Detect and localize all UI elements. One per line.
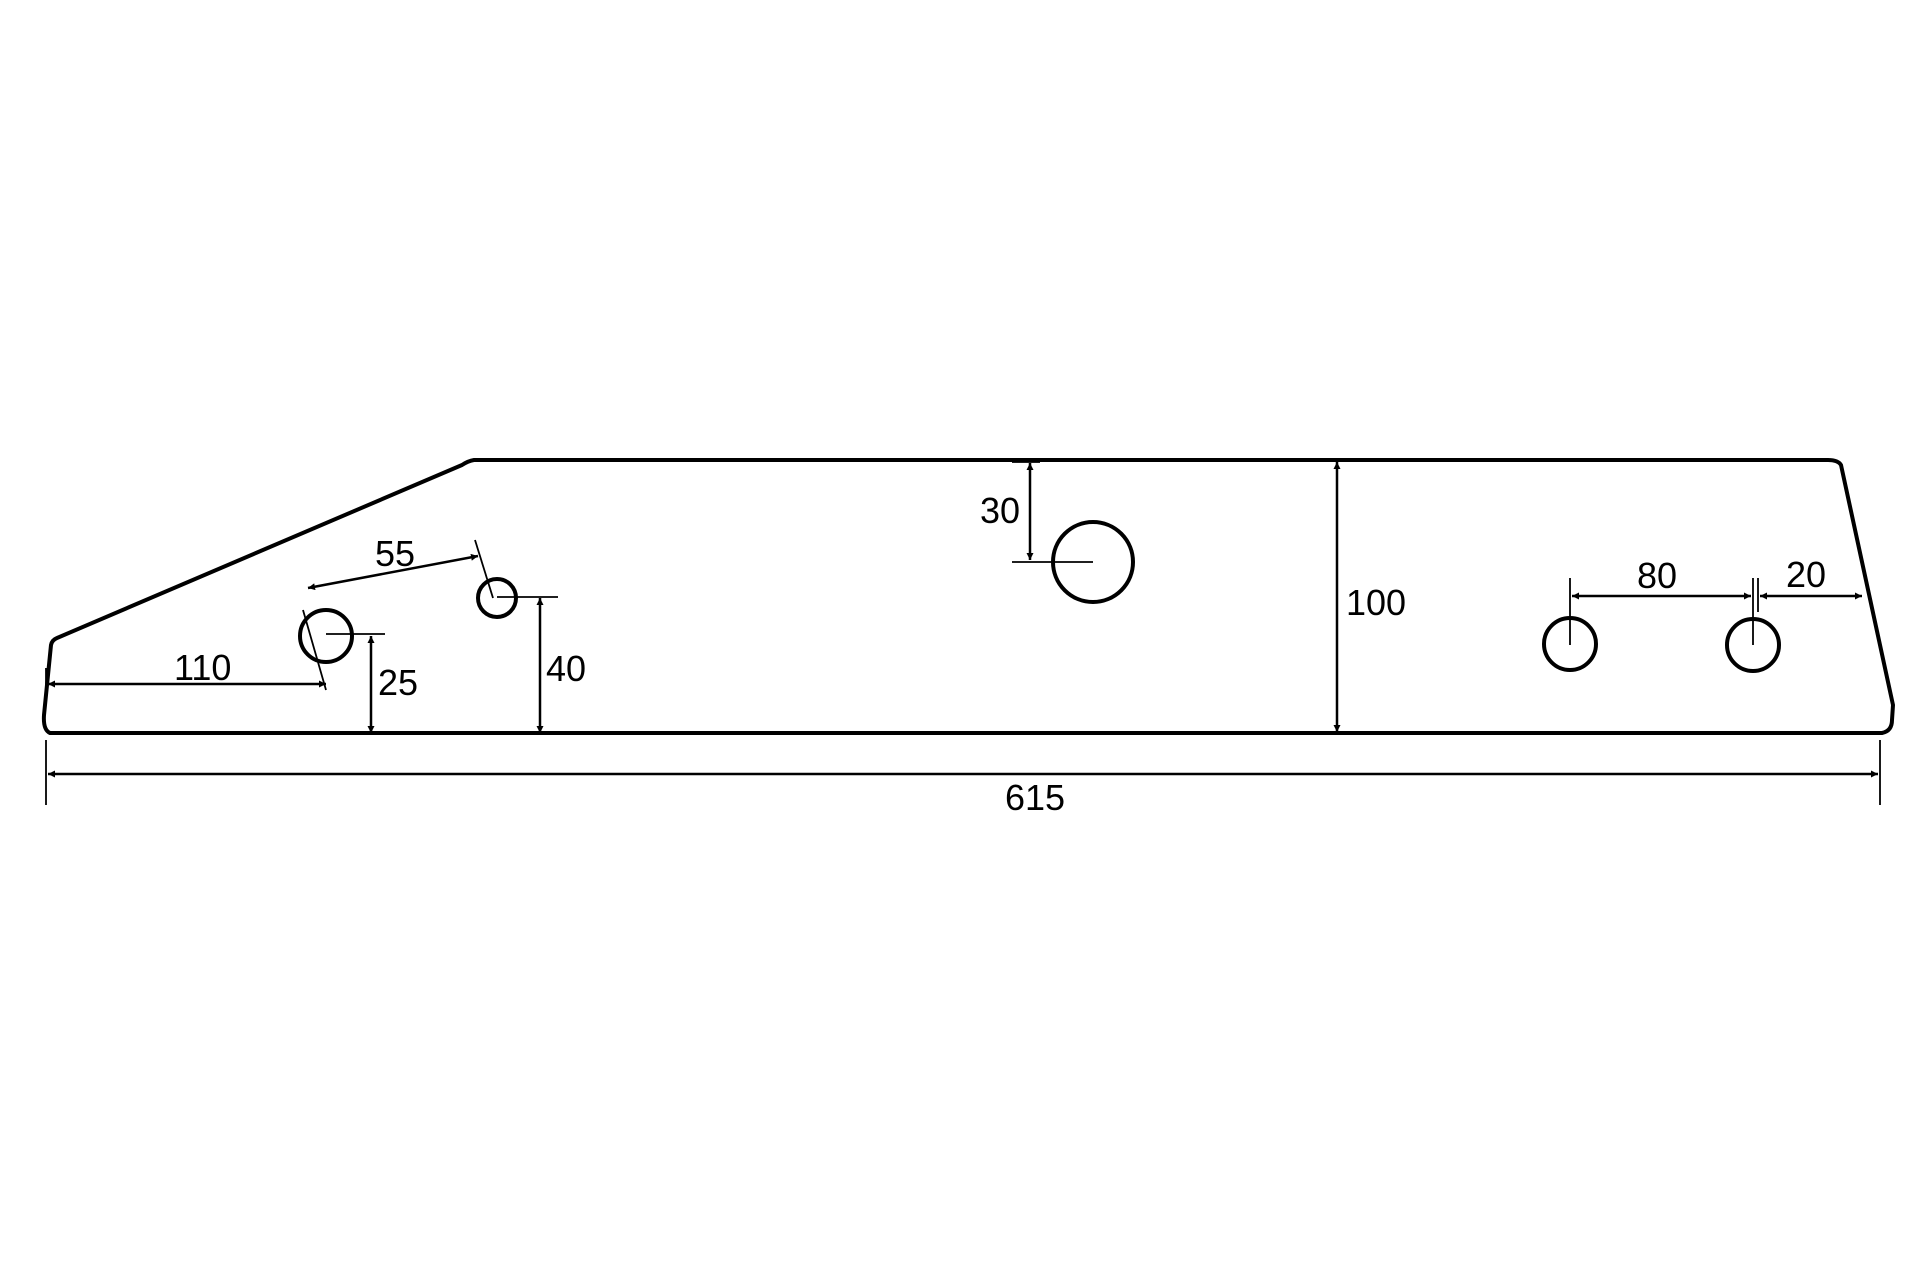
label-30: 30 (980, 490, 1020, 531)
hole-2-ext-line (474, 539, 494, 599)
hole-2 (476, 577, 518, 619)
label-80: 80 (1637, 555, 1677, 596)
label-25: 25 (378, 662, 418, 703)
label-55: 55 (375, 533, 415, 574)
blade-outline (41, 458, 1895, 735)
label-110: 110 (174, 647, 231, 688)
hole-1-ext-line (302, 609, 327, 691)
dim-line-55 (307, 553, 479, 591)
label-100: 100 (1346, 582, 1406, 623)
label-615: 615 (1005, 777, 1065, 818)
label-40: 40 (546, 648, 586, 689)
label-20: 20 (1786, 554, 1826, 595)
hole-1 (298, 608, 354, 664)
